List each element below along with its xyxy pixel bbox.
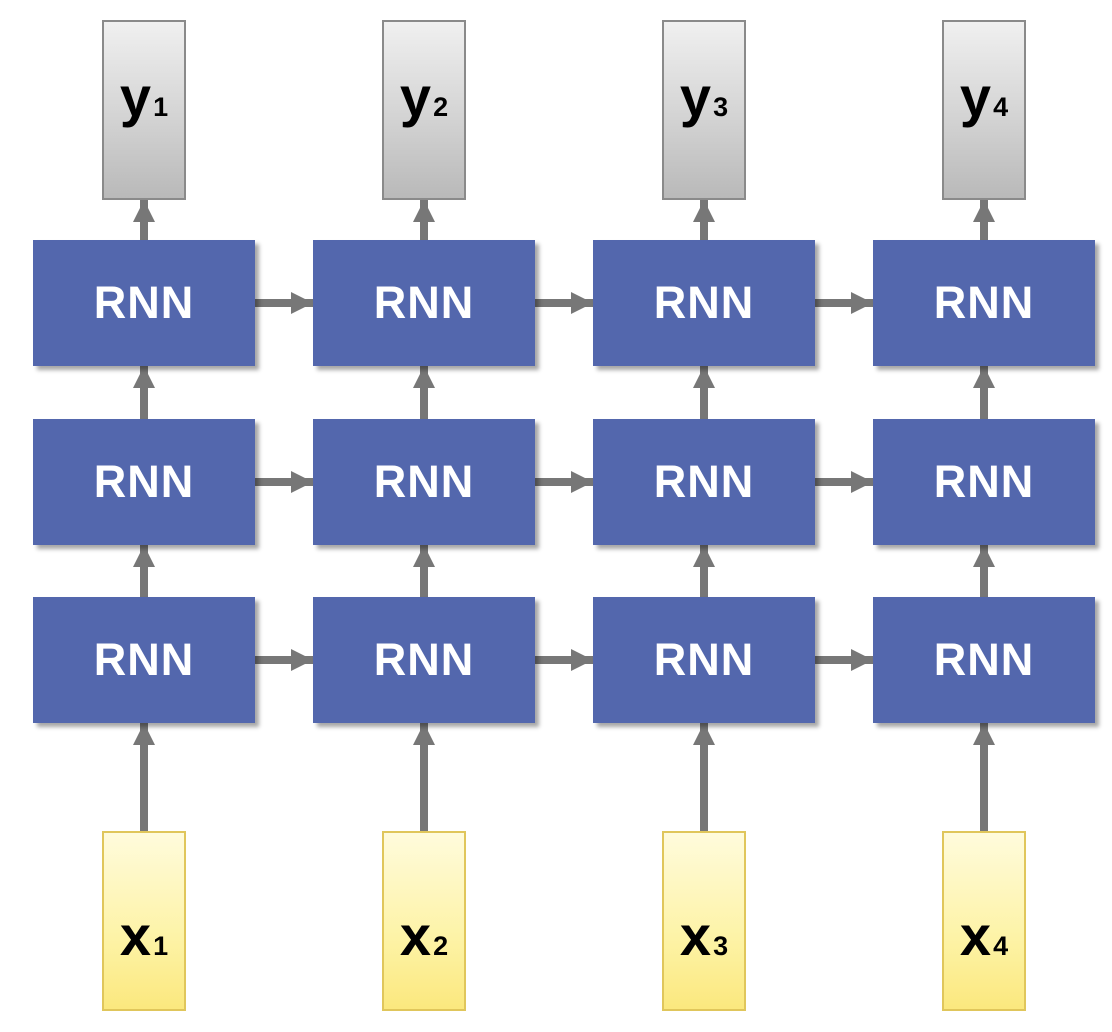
rnn-label: RNN: [653, 277, 755, 328]
output-symbol: y: [679, 65, 712, 128]
output-subscript: 2: [433, 92, 449, 122]
output-symbol: y: [959, 65, 992, 128]
input-symbol: x: [399, 904, 432, 967]
input-symbol: x: [679, 904, 712, 967]
rnn-cell: RNN: [313, 419, 535, 545]
rnn-cell: RNN: [33, 419, 255, 545]
input-subscript: 3: [713, 931, 729, 961]
rnn-label: RNN: [93, 277, 195, 328]
rnn-label: RNN: [653, 456, 755, 507]
rnn-cell: RNN: [873, 419, 1095, 545]
rnn-cell: RNN: [313, 597, 535, 723]
rnn-label: RNN: [653, 634, 755, 685]
output-subscript: 4: [993, 92, 1009, 122]
rnn-cell: RNN: [873, 240, 1095, 366]
rnn-label: RNN: [373, 456, 475, 507]
output-symbol: y: [119, 65, 152, 128]
rnn-label: RNN: [373, 634, 475, 685]
input-subscript: 4: [993, 931, 1009, 961]
rnn-label: RNN: [373, 277, 475, 328]
rnn-label: RNN: [933, 634, 1035, 685]
rnn-label: RNN: [933, 277, 1035, 328]
input-symbol: x: [119, 904, 152, 967]
input-subscript: 1: [153, 931, 169, 961]
rnn-label: RNN: [93, 456, 195, 507]
output-subscript: 1: [153, 92, 169, 122]
rnn-cell: RNN: [313, 240, 535, 366]
output-symbol: y: [399, 65, 432, 128]
input-symbol: x: [959, 904, 992, 967]
rnn-cell: RNN: [593, 419, 815, 545]
rnn-cell: RNN: [593, 240, 815, 366]
rnn-label: RNN: [933, 456, 1035, 507]
input-subscript: 2: [433, 931, 449, 961]
output-subscript: 3: [713, 92, 729, 122]
rnn-cell: RNN: [33, 240, 255, 366]
rnn-cell: RNN: [593, 597, 815, 723]
rnn-cell: RNN: [33, 597, 255, 723]
rnn-cell: RNN: [873, 597, 1095, 723]
rnn-label: RNN: [93, 634, 195, 685]
